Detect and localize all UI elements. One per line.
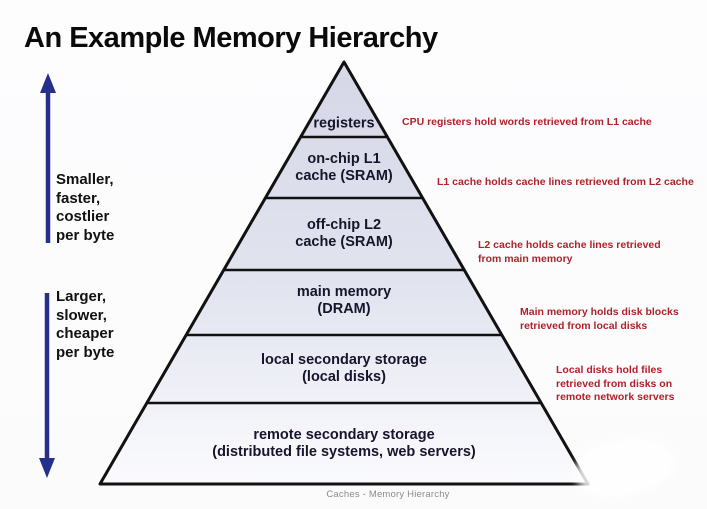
side-label-smaller-faster: Smaller, faster, costlier per byte xyxy=(56,171,115,244)
footer-caption: Caches - Memory Hierarchy xyxy=(326,489,450,500)
down-arrow xyxy=(39,293,55,478)
annotation-main-memory: Main memory holds disk blocks retrieved … xyxy=(520,306,679,332)
annotation-l2-cache: L2 cache holds cache lines retrieved fro… xyxy=(478,239,661,265)
up-arrow xyxy=(40,73,56,243)
annotation-registers: CPU registers hold words retrieved from … xyxy=(402,116,652,128)
pyramid-outline xyxy=(98,60,590,486)
page-title: An Example Memory Hierarchy xyxy=(24,22,438,54)
annotation-local-disks: Local disks hold files retrieved from di… xyxy=(556,364,675,403)
annotation-l1-cache: L1 cache holds cache lines retrieved fro… xyxy=(437,176,694,188)
side-label-larger-slower: Larger, slower, cheaper per byte xyxy=(56,288,115,361)
